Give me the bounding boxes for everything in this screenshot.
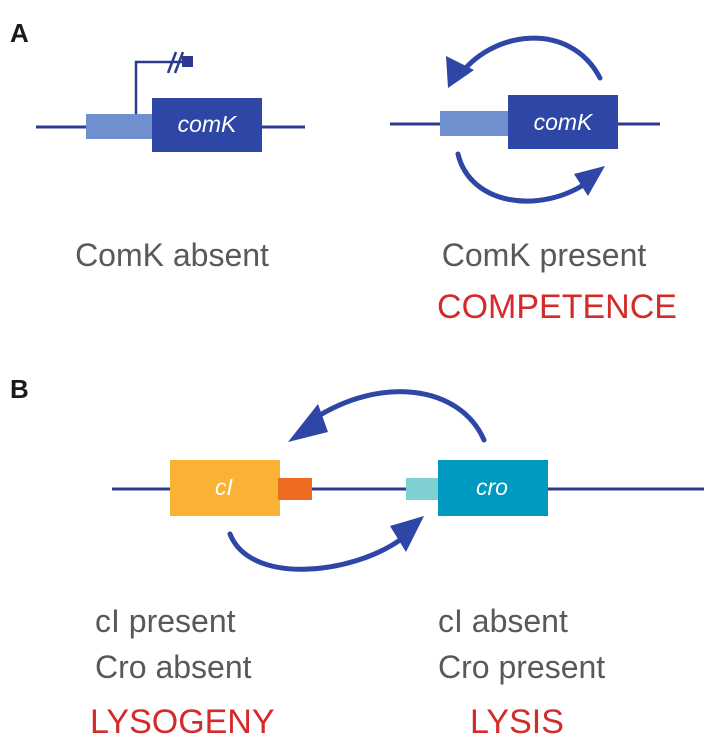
comk-gene-box — [508, 95, 618, 149]
block-mark-icon — [173, 51, 185, 74]
comk-gene-label: comK — [178, 111, 238, 137]
ci-absent-text: cI absent — [438, 603, 568, 639]
cro-absent-text: Cro absent — [95, 649, 252, 685]
lysogeny-outcome: LYSOGENY — [90, 703, 275, 741]
ci-operator — [278, 478, 312, 500]
cro-gene-label: cro — [476, 474, 508, 500]
cro-operator — [406, 478, 440, 500]
block-mark-icon — [166, 51, 178, 74]
ci-gene-label: cI — [215, 474, 234, 500]
block-end-icon — [182, 56, 193, 67]
lambda-switch-construct: cI cro — [112, 389, 704, 572]
comk-present-text: ComK present — [442, 237, 647, 273]
arrowhead-icon — [390, 516, 424, 552]
comk-promoter — [440, 111, 512, 136]
ci-present-text: cI present — [95, 603, 236, 639]
comk-gene-label: comK — [534, 109, 594, 135]
ci-to-cro-arrow — [227, 531, 403, 572]
arrowhead-icon — [574, 166, 605, 196]
arrowhead-icon — [288, 404, 328, 442]
comk-absent-text: ComK absent — [75, 237, 269, 273]
lysis-outcome: LYSIS — [470, 703, 564, 741]
arrowhead-icon — [446, 56, 474, 88]
ci-gene-box — [170, 460, 280, 516]
comk-promoter — [86, 114, 156, 139]
positive-feedback-arrow-top — [455, 35, 603, 81]
positive-feedback-arrow-bottom — [455, 151, 591, 204]
comk-present-construct: comK — [390, 35, 660, 204]
cro-gene-box — [438, 460, 548, 516]
comk-gene-box — [152, 98, 262, 152]
panel-a-label: A — [10, 18, 29, 48]
cro-to-ci-arrow — [309, 389, 487, 443]
blocked-transcription-icon — [134, 60, 184, 114]
comk-absent-construct: comK — [36, 51, 305, 152]
cro-present-text: Cro present — [438, 649, 605, 685]
competence-outcome: COMPETENCE — [437, 288, 677, 326]
panel-b-label: B — [10, 374, 29, 404]
